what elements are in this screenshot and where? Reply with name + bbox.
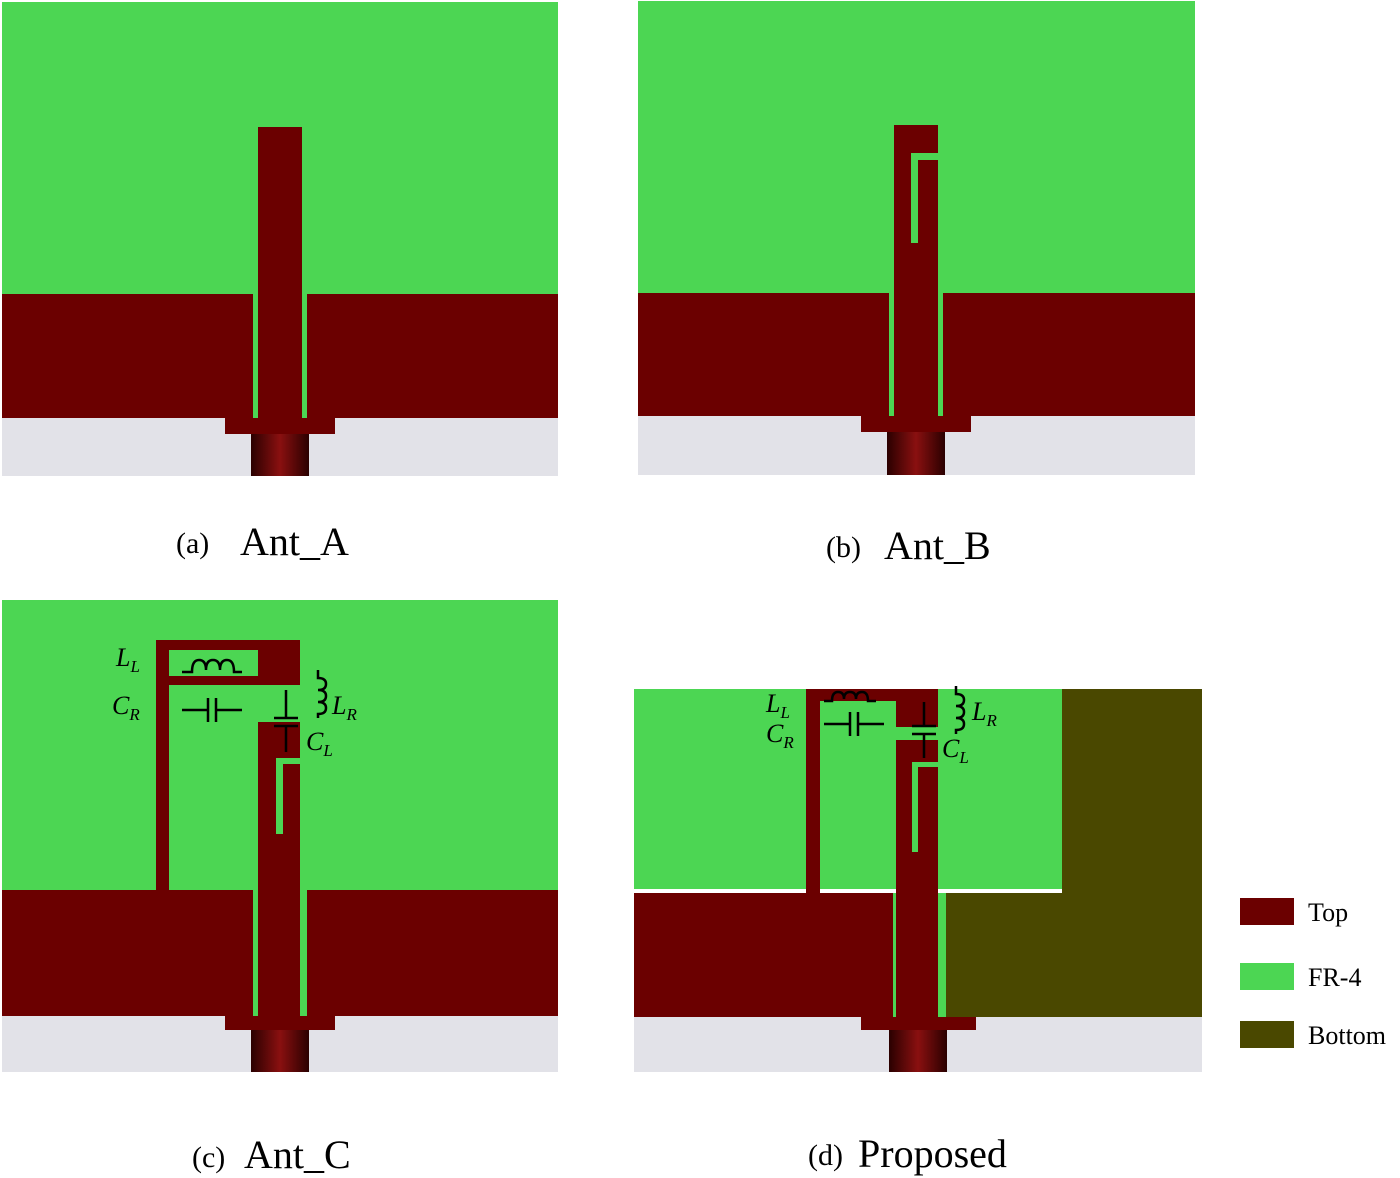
- legend-swatch: [1240, 1021, 1294, 1048]
- capacitor-cl-symbol: [912, 702, 936, 758]
- label-cr: CR: [112, 691, 140, 724]
- label-ll: LL: [765, 689, 790, 722]
- connector-flange: [861, 1017, 976, 1030]
- panel-d: LL CR LR CL: [634, 686, 1202, 1072]
- legend-label: Top: [1308, 898, 1348, 927]
- caption-letter: (c): [192, 1141, 225, 1174]
- panel-b: [638, 1, 1195, 475]
- label-cl: CL: [306, 727, 333, 760]
- inner-gap: [276, 758, 300, 764]
- caption-letter: (a): [176, 527, 209, 560]
- legend-swatch: [1240, 963, 1294, 990]
- left-arm: [156, 640, 169, 890]
- panel-a: [2, 2, 558, 476]
- caption-name: Proposed: [858, 1131, 1007, 1176]
- label-lr: LR: [971, 697, 997, 730]
- inner-slot: [911, 153, 918, 243]
- label-cr: CR: [766, 719, 794, 752]
- legend-item-bottom: Bottom: [1240, 1021, 1386, 1050]
- caption-name: Ant_A: [240, 519, 349, 564]
- inductor-ll-symbol: [824, 690, 876, 703]
- caption-a: (a) Ant_A: [176, 519, 349, 564]
- legend-swatch: [1240, 898, 1294, 925]
- caption-d: (d) Proposed: [808, 1131, 1007, 1176]
- capacitor-cr-symbol: [182, 698, 242, 722]
- connector-flange: [861, 416, 971, 432]
- top-block: [896, 689, 938, 727]
- caption-letter: (b): [826, 531, 861, 564]
- legend-label: FR-4: [1308, 963, 1361, 992]
- top-block: [258, 640, 300, 678]
- inductor-lr-symbol: [316, 670, 328, 718]
- capacitor-cl-symbol: [274, 690, 298, 752]
- label-cl: CL: [942, 734, 969, 767]
- legend-item-top: Top: [1240, 898, 1348, 927]
- inductor-lr-symbol: [954, 686, 966, 734]
- sma-connector: [887, 432, 945, 475]
- monopole-strip: [258, 127, 302, 418]
- connector-flange: [225, 1016, 335, 1030]
- capacitor-cr-symbol: [824, 712, 884, 736]
- label-lr: LR: [331, 691, 357, 724]
- caption-letter: (d): [808, 1139, 843, 1172]
- top-bar: [156, 640, 300, 650]
- inner-slot: [912, 762, 918, 852]
- inductor-ll-symbol: [182, 658, 242, 674]
- legend: Top FR-4 Bottom: [1240, 898, 1386, 1050]
- inner-gap: [912, 762, 938, 767]
- caption-name: Ant_B: [884, 523, 991, 568]
- caption-c: (c) Ant_C: [192, 1132, 351, 1177]
- sma-connector: [889, 1030, 947, 1072]
- caption-b: (b) Ant_B: [826, 523, 991, 568]
- inner-slot: [276, 758, 283, 834]
- caption-name: Ant_C: [244, 1132, 351, 1177]
- legend-item-fr4: FR-4: [1240, 963, 1361, 992]
- left-arm: [806, 689, 820, 893]
- folded-monopole: [894, 125, 938, 416]
- label-ll: LL: [115, 643, 140, 676]
- bottom-layer-horizontal: [946, 893, 1202, 1017]
- sma-connector: [251, 434, 309, 476]
- panel-c: LL CR LR CL: [2, 600, 558, 1072]
- connector-flange: [225, 418, 335, 434]
- sma-connector: [251, 1030, 309, 1072]
- legend-label: Bottom: [1308, 1021, 1386, 1050]
- middle-bar: [169, 676, 300, 685]
